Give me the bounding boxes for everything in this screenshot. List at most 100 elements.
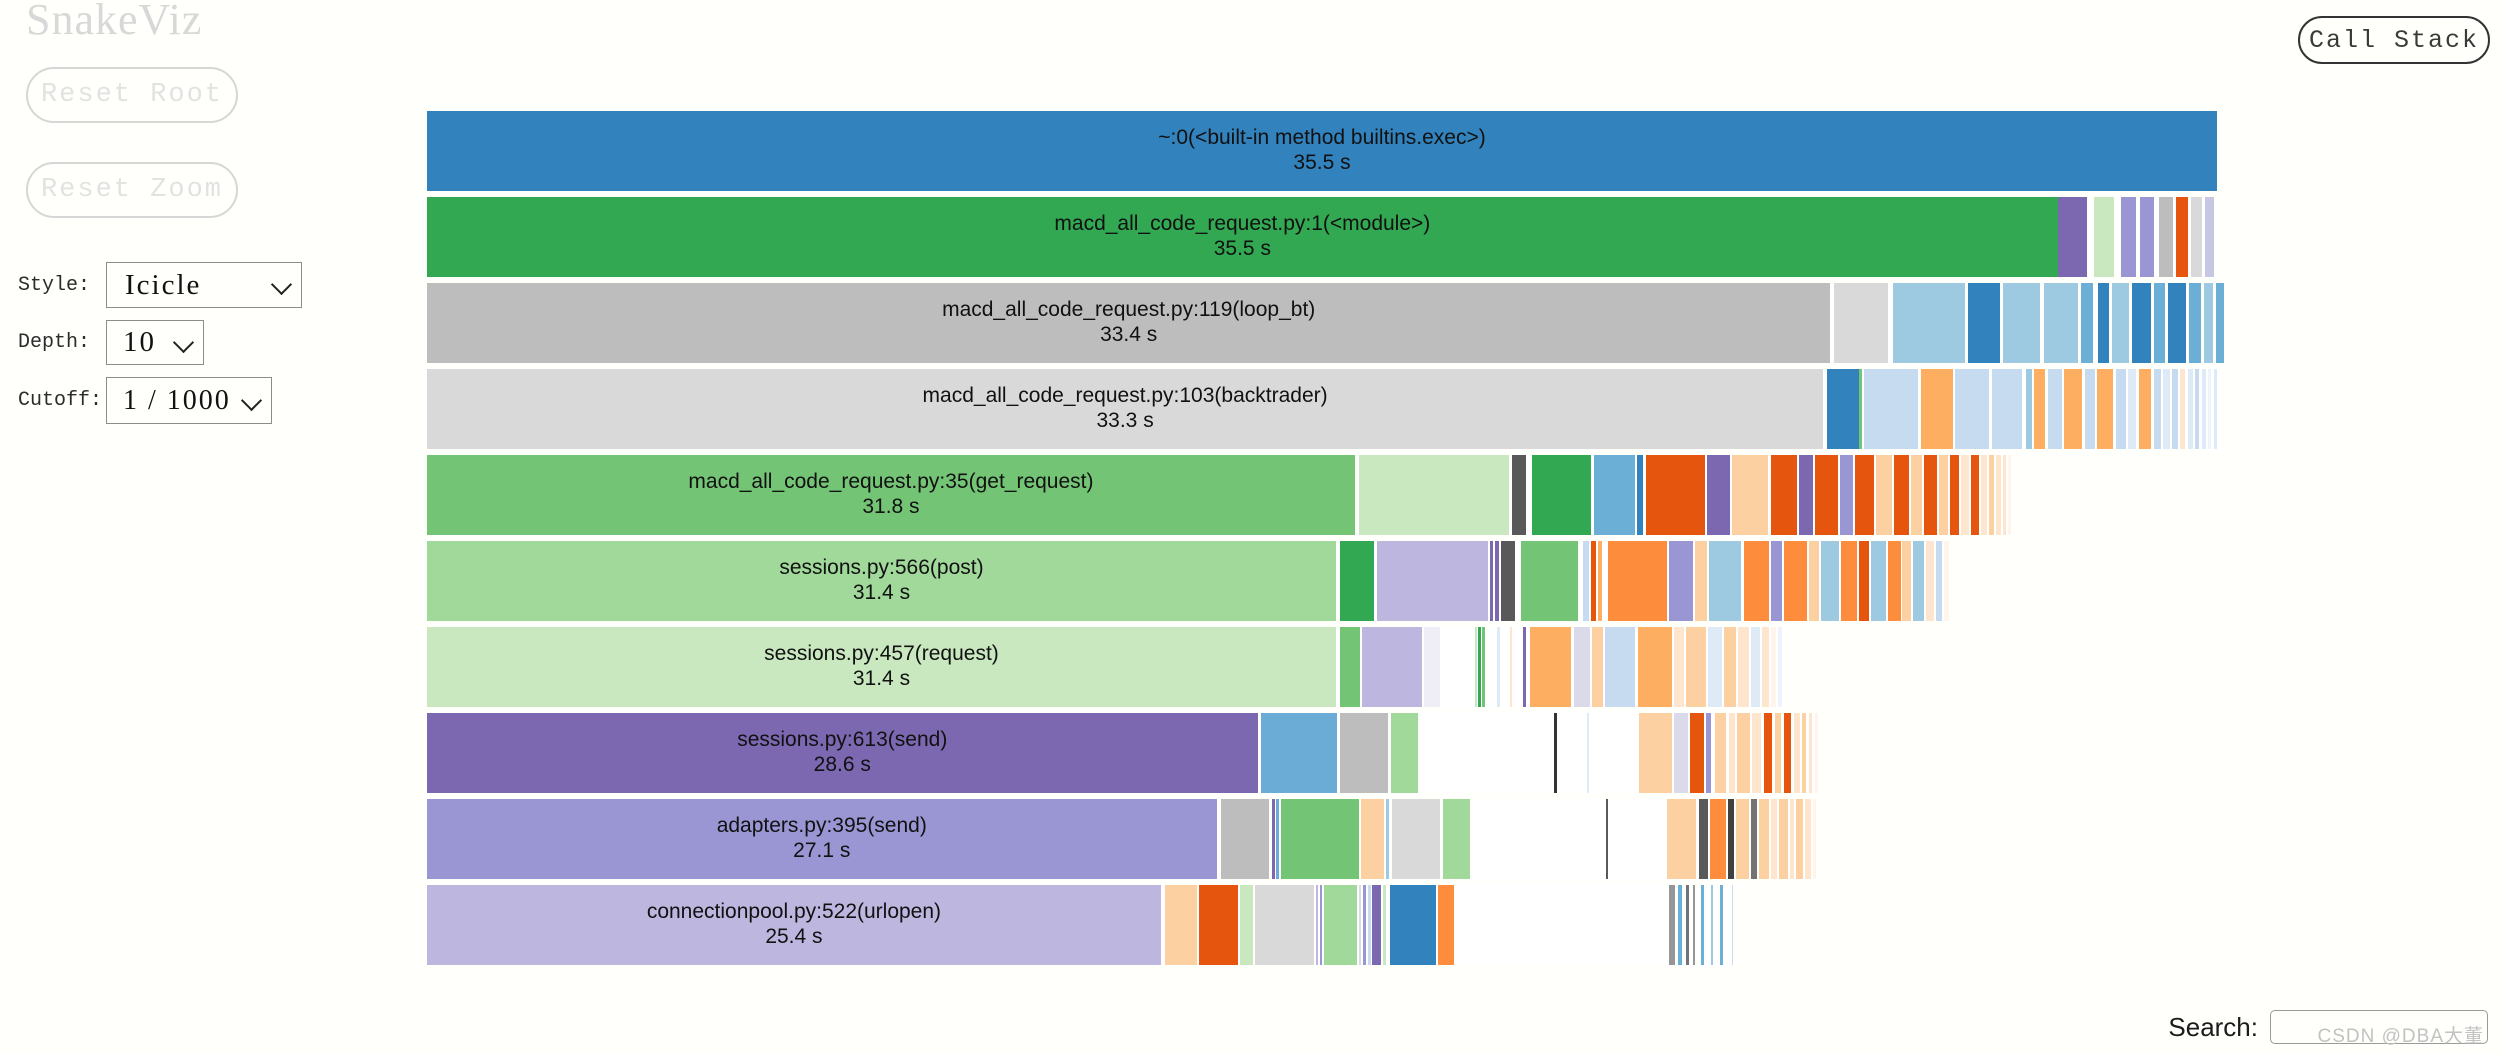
- icicle-frame[interactable]: [1799, 455, 1813, 535]
- icicle-frame[interactable]: [2215, 283, 2224, 363]
- icicle-frame[interactable]: [1955, 369, 1990, 449]
- style-select[interactable]: Icicle: [106, 262, 302, 308]
- icicle-frame[interactable]: [1590, 541, 1596, 621]
- icicle-frame[interactable]: [1583, 541, 1589, 621]
- icicle-frame[interactable]: [1442, 799, 1470, 879]
- icicle-frame[interactable]: [1597, 541, 1602, 621]
- icicle-frame[interactable]: [1280, 799, 1360, 879]
- icicle-frame[interactable]: [2154, 283, 2166, 363]
- icicle-frame[interactable]: [1240, 885, 1253, 965]
- icicle-frame[interactable]: [1996, 455, 2001, 535]
- icicle-frame[interactable]: [1893, 283, 1965, 363]
- icicle-frame[interactable]: [1669, 885, 1676, 965]
- icicle-frame[interactable]: [1774, 713, 1781, 793]
- icicle-frame[interactable]: [1737, 713, 1750, 793]
- icicle-frame[interactable]: [2128, 369, 2137, 449]
- icicle-frame[interactable]: [2112, 283, 2129, 363]
- icicle-frame[interactable]: [1706, 455, 1730, 535]
- icicle-frame[interactable]: [2195, 369, 2200, 449]
- icicle-frame[interactable]: [1870, 541, 1887, 621]
- icicle-frame[interactable]: [1778, 799, 1788, 879]
- icicle-frame[interactable]: [2043, 283, 2078, 363]
- icicle-frame[interactable]: [1358, 455, 1510, 535]
- icicle-frame[interactable]: [1220, 799, 1269, 879]
- icicle-frame[interactable]: [1639, 713, 1672, 793]
- icicle-frame[interactable]: [1607, 541, 1667, 621]
- icicle-frame[interactable]: [1424, 627, 1441, 707]
- icicle-frame[interactable]: [1523, 627, 1527, 707]
- icicle-frame[interactable]: [1164, 885, 1198, 965]
- icicle-frame[interactable]: [1694, 541, 1708, 621]
- icicle-frame[interactable]: [2172, 369, 2178, 449]
- icicle-frame[interactable]: [2153, 369, 2161, 449]
- icicle-frame[interactable]: [1802, 713, 1807, 793]
- icicle-frame[interactable]: [1674, 627, 1684, 707]
- icicle-frame[interactable]: [2204, 197, 2215, 277]
- icicle-frame[interactable]: [2097, 369, 2114, 449]
- icicle-frame[interactable]: [1770, 455, 1798, 535]
- icicle-frame[interactable]: [1723, 627, 1737, 707]
- icicle-chart[interactable]: ~:0(<built-in method builtins.exec>)35.5…: [427, 111, 2224, 973]
- icicle-frame[interactable]: [2201, 369, 2206, 449]
- icicle-frame[interactable]: [1970, 455, 1979, 535]
- icicle-frame[interactable]: [1474, 627, 1477, 707]
- icicle-frame[interactable]: [1789, 799, 1795, 879]
- icicle-frame[interactable]: [1784, 713, 1792, 793]
- icicle-frame[interactable]: [1720, 885, 1723, 965]
- icicle-frame[interactable]: [1367, 885, 1371, 965]
- icicle-frame[interactable]: [1771, 541, 1783, 621]
- icicle-frame[interactable]: [2140, 197, 2155, 277]
- icicle-frame[interactable]: [1924, 455, 1937, 535]
- icicle-frame[interactable]: [1271, 799, 1275, 879]
- icicle-frame[interactable]: [2163, 369, 2170, 449]
- search-input[interactable]: [2270, 1010, 2488, 1044]
- icicle-frame[interactable]: [2057, 197, 2088, 277]
- icicle-frame[interactable]: [2097, 283, 2110, 363]
- icicle-frame[interactable]: [1840, 541, 1858, 621]
- icicle-frame[interactable]: [1673, 713, 1688, 793]
- icicle-frame[interactable]: [1319, 885, 1323, 965]
- icicle-frame[interactable]: [1744, 541, 1770, 621]
- icicle-frame[interactable]: [1859, 541, 1869, 621]
- icicle-frame[interactable]: [1709, 541, 1742, 621]
- icicle-frame[interactable]: [1715, 713, 1727, 793]
- icicle-frame[interactable]: [1778, 627, 1783, 707]
- icicle-frame[interactable]: [2159, 197, 2174, 277]
- icicle-frame[interactable]: [1254, 885, 1314, 965]
- icicle-frame[interactable]: [1758, 799, 1770, 879]
- icicle-frame[interactable]: [1604, 627, 1636, 707]
- icicle-frame[interactable]: [2115, 369, 2126, 449]
- icicle-frame[interactable]: [1376, 541, 1488, 621]
- icicle-frame[interactable]: [1574, 627, 1591, 707]
- icicle-frame[interactable]: sessions.py:613(send)28.6 s: [427, 713, 1258, 793]
- icicle-frame[interactable]: [1944, 541, 1949, 621]
- icicle-frame[interactable]: [1796, 799, 1804, 879]
- icicle-frame[interactable]: [1637, 455, 1643, 535]
- icicle-frame[interactable]: [1587, 713, 1590, 793]
- icicle-frame[interactable]: [1980, 455, 1987, 535]
- icicle-frame[interactable]: [1553, 713, 1557, 793]
- icicle-frame[interactable]: [1500, 541, 1516, 621]
- icicle-frame[interactable]: [1689, 713, 1705, 793]
- icicle-frame[interactable]: macd_all_code_request.py:119(loop_bt)33.…: [427, 283, 1831, 363]
- icicle-frame[interactable]: [1199, 885, 1239, 965]
- icicle-frame[interactable]: [1805, 799, 1811, 879]
- icicle-frame[interactable]: [1710, 885, 1714, 965]
- icicle-frame[interactable]: [1510, 627, 1513, 707]
- depth-select[interactable]: 10: [106, 320, 204, 365]
- call-stack-button[interactable]: Call Stack: [2298, 16, 2490, 64]
- icicle-frame[interactable]: [1938, 455, 1948, 535]
- icicle-frame[interactable]: [1859, 369, 1862, 449]
- icicle-frame[interactable]: [1727, 799, 1735, 879]
- icicle-frame[interactable]: [1949, 455, 1960, 535]
- icicle-frame[interactable]: [1809, 713, 1813, 793]
- icicle-frame[interactable]: [2008, 455, 2011, 535]
- icicle-frame[interactable]: [1315, 885, 1319, 965]
- icicle-frame[interactable]: [1438, 885, 1455, 965]
- icicle-frame[interactable]: [1276, 799, 1279, 879]
- icicle-frame[interactable]: macd_all_code_request.py:35(get_request)…: [427, 455, 1355, 535]
- icicle-frame[interactable]: [2025, 369, 2032, 449]
- icicle-frame[interactable]: adapters.py:395(send)27.1 s: [427, 799, 1217, 879]
- icicle-frame[interactable]: [1707, 627, 1722, 707]
- icicle-frame[interactable]: [1363, 885, 1367, 965]
